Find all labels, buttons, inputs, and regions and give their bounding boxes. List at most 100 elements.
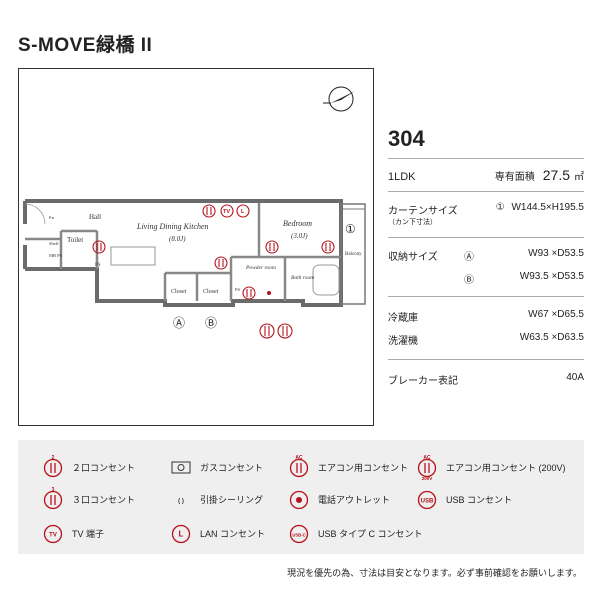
legend-label: USB タイプ C コンセント [318, 528, 423, 539]
outlet-icon [242, 286, 256, 300]
label-powder: Powder room [245, 265, 276, 271]
washer-value: W63.5 ×D63.5 [519, 332, 584, 343]
gas-outlet-icon [171, 461, 191, 474]
label-ps2: PS [235, 287, 241, 292]
ac-outlet-icon: AC [289, 455, 309, 478]
washer-label: 洗濯機 [388, 336, 418, 347]
label-closet-1: Closet [171, 289, 187, 295]
breaker-value: 40A [566, 372, 584, 383]
tv-outlet-icon [220, 204, 234, 218]
curtain-mark: ① [495, 202, 505, 213]
legend-item: 2 ２口コンセント [40, 454, 135, 480]
usb-c-outlet-icon: USB-C [289, 524, 309, 544]
storage-label: 収納サイズ [388, 252, 438, 263]
svg-text:3: 3 [52, 487, 55, 493]
svg-text:AC: AC [295, 455, 303, 461]
svg-text:200V: 200V [422, 476, 433, 480]
storage-mark-a-info: Ⓐ [464, 252, 474, 263]
fridge-label: 冷蔵庫 [388, 313, 418, 324]
storage-value-a: W93 ×D53.5 [528, 248, 584, 259]
curtain-label: カーテンサイズ [388, 206, 458, 217]
outlet-icon [92, 240, 106, 254]
outlet-3-icon: 3 [43, 487, 63, 510]
svg-text:AC: AC [423, 455, 431, 461]
area-unit: ㎡ [574, 172, 584, 183]
legend-item: AC エアコン用コンセント [286, 454, 408, 480]
legend-label: USB コンセント [446, 494, 513, 505]
label-bedroom-size: (3.0J) [291, 232, 308, 240]
floorplan-drawing: Hall En Shelf Toilet MB PS PS Living Din… [23, 86, 366, 339]
legend-label: ３口コンセント [72, 494, 136, 505]
label-toilet: Toilet [67, 236, 83, 244]
legend-item: USB-C USB タイプ C コンセント [286, 520, 423, 546]
footer-note: 現況を優先の為、寸法は目安となります。必ず事前確認をお願いします。 [287, 568, 582, 578]
outlet-2-icon: 2 [43, 455, 63, 478]
label-shelf: Shelf [49, 241, 59, 246]
label-ldk: Living Dining Kitchen [136, 222, 209, 231]
unit-info-panel: 304 1LDK 専有面積 27.5 ㎡ カーテンサイズ （カン下寸法） ① W… [388, 126, 584, 387]
usb-outlet-icon: USB [417, 490, 437, 510]
storage-value-b: W93.5 ×D53.5 [519, 271, 584, 282]
label-ps: PS [95, 263, 101, 268]
compass-icon [323, 86, 355, 112]
room-number: 304 [388, 126, 425, 151]
svg-text:USB-C: USB-C [292, 533, 305, 538]
phone-outlet-icon [267, 291, 271, 295]
area-value: 27.5 [542, 167, 570, 183]
legend-item: ガスコンセント [168, 454, 263, 480]
legend-item: AC 200V エアコン用コンセント (200V) [414, 454, 566, 480]
label-ldk-size: (8.0J) [169, 235, 186, 243]
legend-label: ２口コンセント [72, 462, 136, 473]
outlet-icon [277, 323, 293, 339]
ac-200v-outlet-icon: AC 200V [417, 455, 437, 480]
phone-outlet-icon [289, 490, 309, 510]
svg-text:2: 2 [52, 455, 55, 461]
legend-label: 電話アウトレット [318, 494, 391, 505]
tv-badge: TV [223, 209, 230, 215]
svg-text:L: L [179, 530, 184, 539]
label-bedroom: Bedroom [283, 219, 312, 228]
lan-outlet-icon: L [171, 524, 191, 544]
legend-panel: 2 ２口コンセント ガスコンセント AC エアコン用コンセント AC 200V エアコン用コン… [18, 440, 584, 554]
layout-type: 1LDK [388, 171, 416, 183]
legend-item: 3 ３口コンセント [40, 486, 135, 512]
legend-item: 電話アウトレット [286, 486, 390, 512]
breaker-label: ブレーカー表記 [388, 376, 458, 387]
curtain-sub: （カン下寸法） [388, 219, 437, 226]
floorplan-frame: Hall En Shelf Toilet MB PS PS Living Din… [18, 68, 374, 426]
legend-label: LAN コンセント [200, 528, 266, 539]
svg-text:( ): ( ) [178, 499, 184, 505]
label-en: En [49, 215, 55, 220]
outlet-icon [321, 240, 335, 254]
legend-item: USB USB コンセント [414, 486, 512, 512]
tv-outlet-icon: TV [43, 524, 63, 544]
area-label: 専有面積 [494, 172, 535, 183]
legend-label: ガスコンセント [200, 462, 264, 473]
outlet-icon [202, 204, 216, 218]
ceiling-hook-icon: ( ) [178, 499, 184, 505]
storage-mark-b-info: Ⓑ [464, 275, 474, 286]
lan-outlet-icon [236, 204, 250, 218]
legend-label: TV 端子 [72, 528, 105, 539]
label-closet-2: Closet [203, 289, 219, 295]
fridge-value: W67 ×D65.5 [528, 309, 584, 320]
storage-mark-a: Ⓐ [173, 316, 185, 330]
svg-text:TV: TV [49, 533, 57, 539]
storage-mark-b: Ⓑ [205, 316, 217, 330]
label-bath: Bath room [291, 275, 314, 281]
label-hall: Hall [89, 213, 101, 221]
outlet-icon [259, 323, 275, 339]
legend-label: エアコン用コンセント [318, 462, 409, 473]
legend-item: L LAN コンセント [168, 520, 265, 546]
label-mbps: MB PS [49, 253, 63, 258]
outlet-icon [265, 240, 279, 254]
legend-item: ( ) 引掛シーリング [168, 486, 263, 512]
svg-text:USB: USB [421, 499, 434, 505]
outlet-icon [214, 256, 228, 270]
curtain-value: W144.5×H195.5 [511, 202, 584, 213]
legend-label: 引掛シーリング [200, 494, 264, 505]
legend-label: エアコン用コンセント (200V) [446, 462, 566, 473]
label-balcony: Balcony [345, 252, 362, 257]
curtain-mark-1: ① [345, 222, 356, 236]
legend-item: TV TV 端子 [40, 520, 104, 546]
